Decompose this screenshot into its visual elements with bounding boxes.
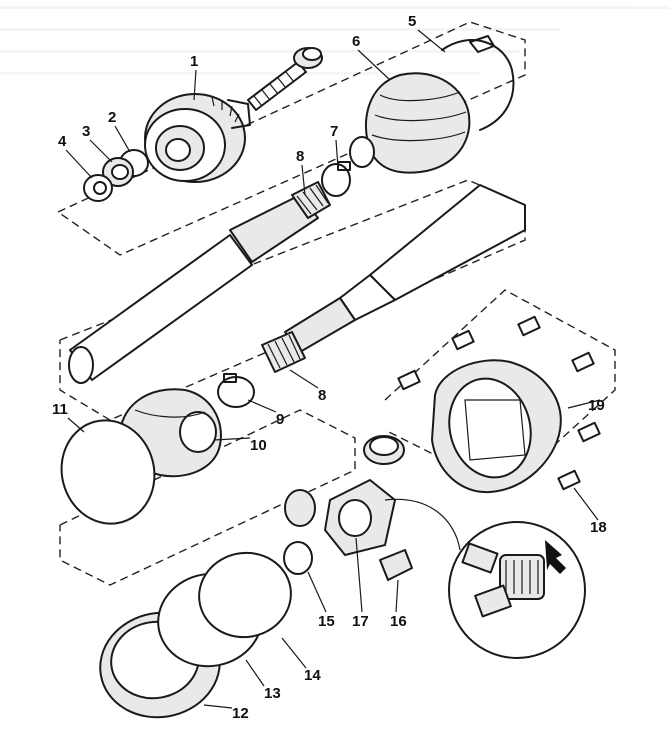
callout-16: 16 [390,613,407,630]
gasket-14 [198,551,292,639]
bleed-through-text [0,6,670,75]
callout-13: 13 [264,685,281,702]
flange-19 [431,359,562,494]
gaiter-clip-7 [321,161,351,197]
callout-5: 5 [408,13,416,30]
outer-cv-joint [144,93,251,183]
callout-9: 9 [276,411,284,428]
gaiter-clip-5 [441,35,515,131]
callouts: 1 2 3 4 5 6 7 8 8 9 10 11 12 13 14 15 16… [52,13,607,722]
callout-19: 19 [588,397,605,414]
dished-washer-3 [102,157,134,187]
callout-6: 6 [352,33,360,50]
needle-roller-16 [379,549,413,581]
callout-12: 12 [232,705,249,722]
spacer-washer-4 [83,174,113,202]
bolts-18 [397,315,601,491]
callout-7: 7 [330,123,338,140]
callout-2: 2 [108,109,116,126]
arrow-icon [545,540,566,574]
callout-17: 17 [352,613,369,630]
cv-bolt [247,47,323,111]
callout-4: 4 [58,133,67,150]
callout-14: 14 [304,667,321,684]
callout-11: 11 [52,401,68,418]
retaining-ring-11 [60,419,156,525]
callout-10: 10 [250,437,267,454]
outer-gaiter [349,72,471,174]
bearing-cap [363,435,405,465]
callout-1: 1 [190,53,198,70]
callout-3: 3 [82,123,90,140]
detail-inset [384,498,586,659]
callout-8-lower: 8 [318,387,326,404]
callout-15: 15 [318,613,335,630]
gaiter-clip-9 [217,373,255,408]
callout-8-upper: 8 [296,148,304,165]
drive-shaft [68,181,526,384]
circlip-15 [283,541,313,575]
spider-17 [284,479,396,556]
callout-18: 18 [590,519,607,536]
leader-lines [65,29,601,709]
